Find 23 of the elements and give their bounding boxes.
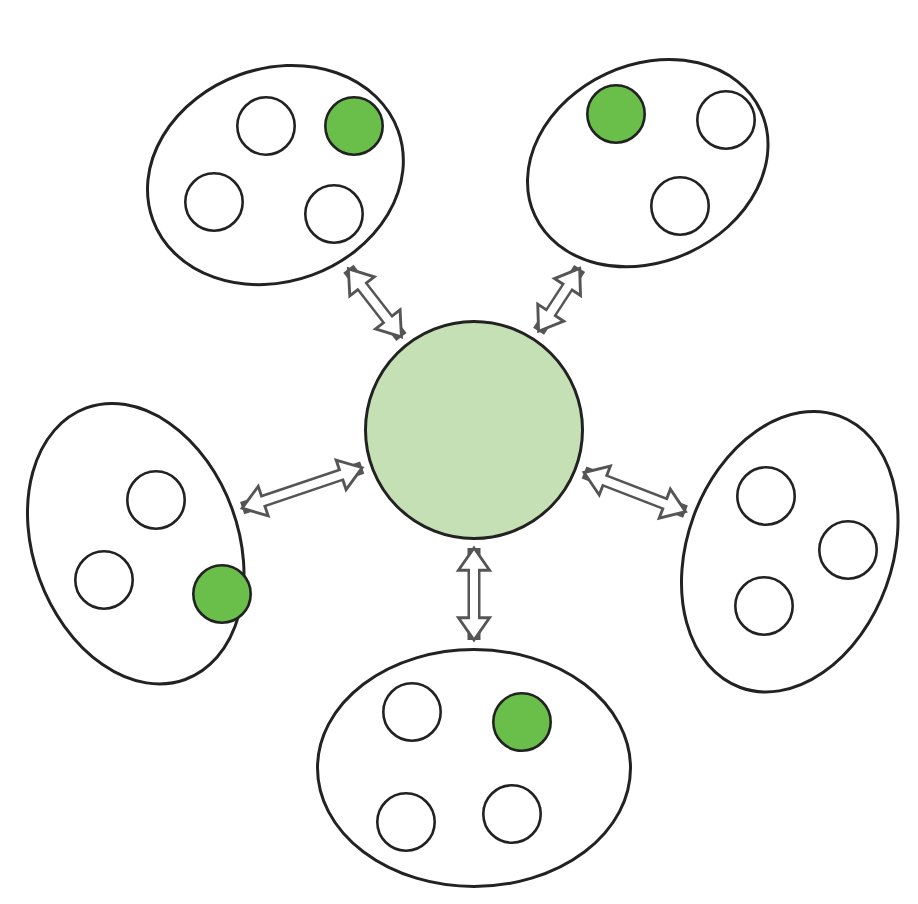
dot-circle [482,784,542,844]
dot-circle [492,692,552,752]
dot-circle [817,519,878,580]
dot-circle [191,563,252,624]
dot-circle [735,465,796,526]
group-ellipse [316,648,632,888]
dot-circle [585,83,646,144]
group-ellipse [680,410,900,694]
dot-circle [323,95,384,156]
dot-circle [235,95,296,156]
group-ellipse [146,64,406,288]
dot-circle [73,549,134,610]
dot-circle [183,171,244,232]
dot-circle [376,792,436,852]
hub-circle [364,320,584,540]
dot-circle [733,575,794,636]
dot-circle [382,682,442,742]
dot-circle [125,469,186,530]
group-ellipse [526,58,770,270]
dot-circle [649,175,710,236]
group-ellipse [26,402,246,686]
dot-circle [695,89,756,150]
dot-circle [303,183,364,244]
